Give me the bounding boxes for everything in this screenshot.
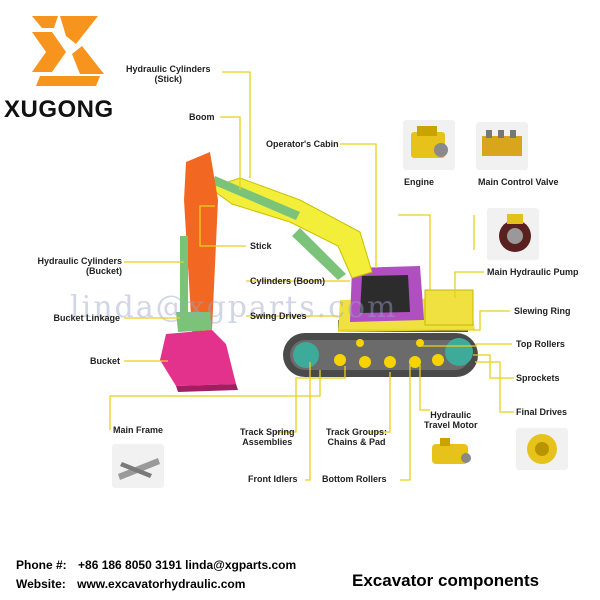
label-boom: Boom	[189, 112, 215, 122]
brand-name: XUGONG	[4, 96, 114, 123]
label-operators-cabin: Operator's Cabin	[266, 139, 339, 149]
label-front-idlers: Front Idlers	[248, 474, 298, 484]
stick-arm	[184, 152, 218, 332]
label-bottom-rollers: Bottom Rollers	[322, 474, 387, 484]
front-idler-wheel	[293, 342, 319, 368]
website-link[interactable]: www.excavatorhydraulic.com	[77, 577, 246, 591]
stick-cylinder	[212, 176, 300, 220]
label-main-control-valve: Main Control Valve	[478, 177, 559, 187]
label-slewing-ring: Slewing Ring	[514, 306, 571, 316]
caption-excavator-components: Excavator components	[352, 571, 540, 590]
phone-line: Phone #: +86 186 8050 3191 linda@xgparts…	[16, 558, 297, 572]
phone-value: +86 186 8050 3191 linda@xgparts.com	[78, 558, 297, 572]
bucket-cylinder	[180, 236, 188, 322]
final-drive-photo-icon	[516, 428, 568, 470]
label-engine: Engine	[404, 177, 435, 187]
hydraulic-travel-motor-photo-icon	[424, 432, 478, 474]
engine-photo-icon	[403, 120, 455, 170]
label-track-groups: Track Groups: Chains & Pad	[326, 427, 388, 447]
label-sprockets: Sprockets	[516, 373, 560, 383]
main-hydraulic-pump-photo-icon	[487, 208, 539, 260]
label-main-hydraulic-pump: Main Hydraulic Pump	[487, 267, 579, 277]
bucket-linkage	[176, 312, 212, 332]
label-swing-drives: Swing Drives	[250, 311, 307, 321]
xugong-k-logo-icon	[32, 16, 104, 86]
label-hydraulic-cylinders-bucket: Hydraulic Cylinders (Bucket)	[37, 256, 122, 276]
label-bucket-linkage: Bucket Linkage	[53, 313, 120, 323]
label-hydraulic-cylinders-stick: Hydraulic Cylinders (Stick)	[126, 64, 211, 84]
website-line: Website: www.excavatorhydraulic.com	[16, 577, 246, 591]
label-cylinders-boom: Cylinders (Boom)	[250, 276, 326, 286]
engine-cover	[424, 289, 474, 326]
label-top-rollers: Top Rollers	[516, 339, 565, 349]
bucket	[160, 330, 236, 386]
label-track-spring-assemblies: Track Spring Assemblies	[240, 427, 295, 447]
boom-cylinder	[292, 228, 346, 280]
watermark-text: linda@xgparts.com	[70, 290, 398, 325]
label-final-drives: Final Drives	[516, 407, 568, 417]
label-main-frame: Main Frame	[113, 425, 164, 435]
label-hydraulic-travel-motor: Hydraulic Travel Motor	[424, 410, 478, 430]
boom-arm	[208, 177, 373, 279]
main-frame-photo-icon	[112, 444, 164, 488]
sprocket-wheel	[445, 338, 473, 366]
label-bucket: Bucket	[89, 356, 120, 366]
main-control-valve-photo-icon	[476, 122, 528, 170]
label-stick: Stick	[250, 241, 272, 251]
